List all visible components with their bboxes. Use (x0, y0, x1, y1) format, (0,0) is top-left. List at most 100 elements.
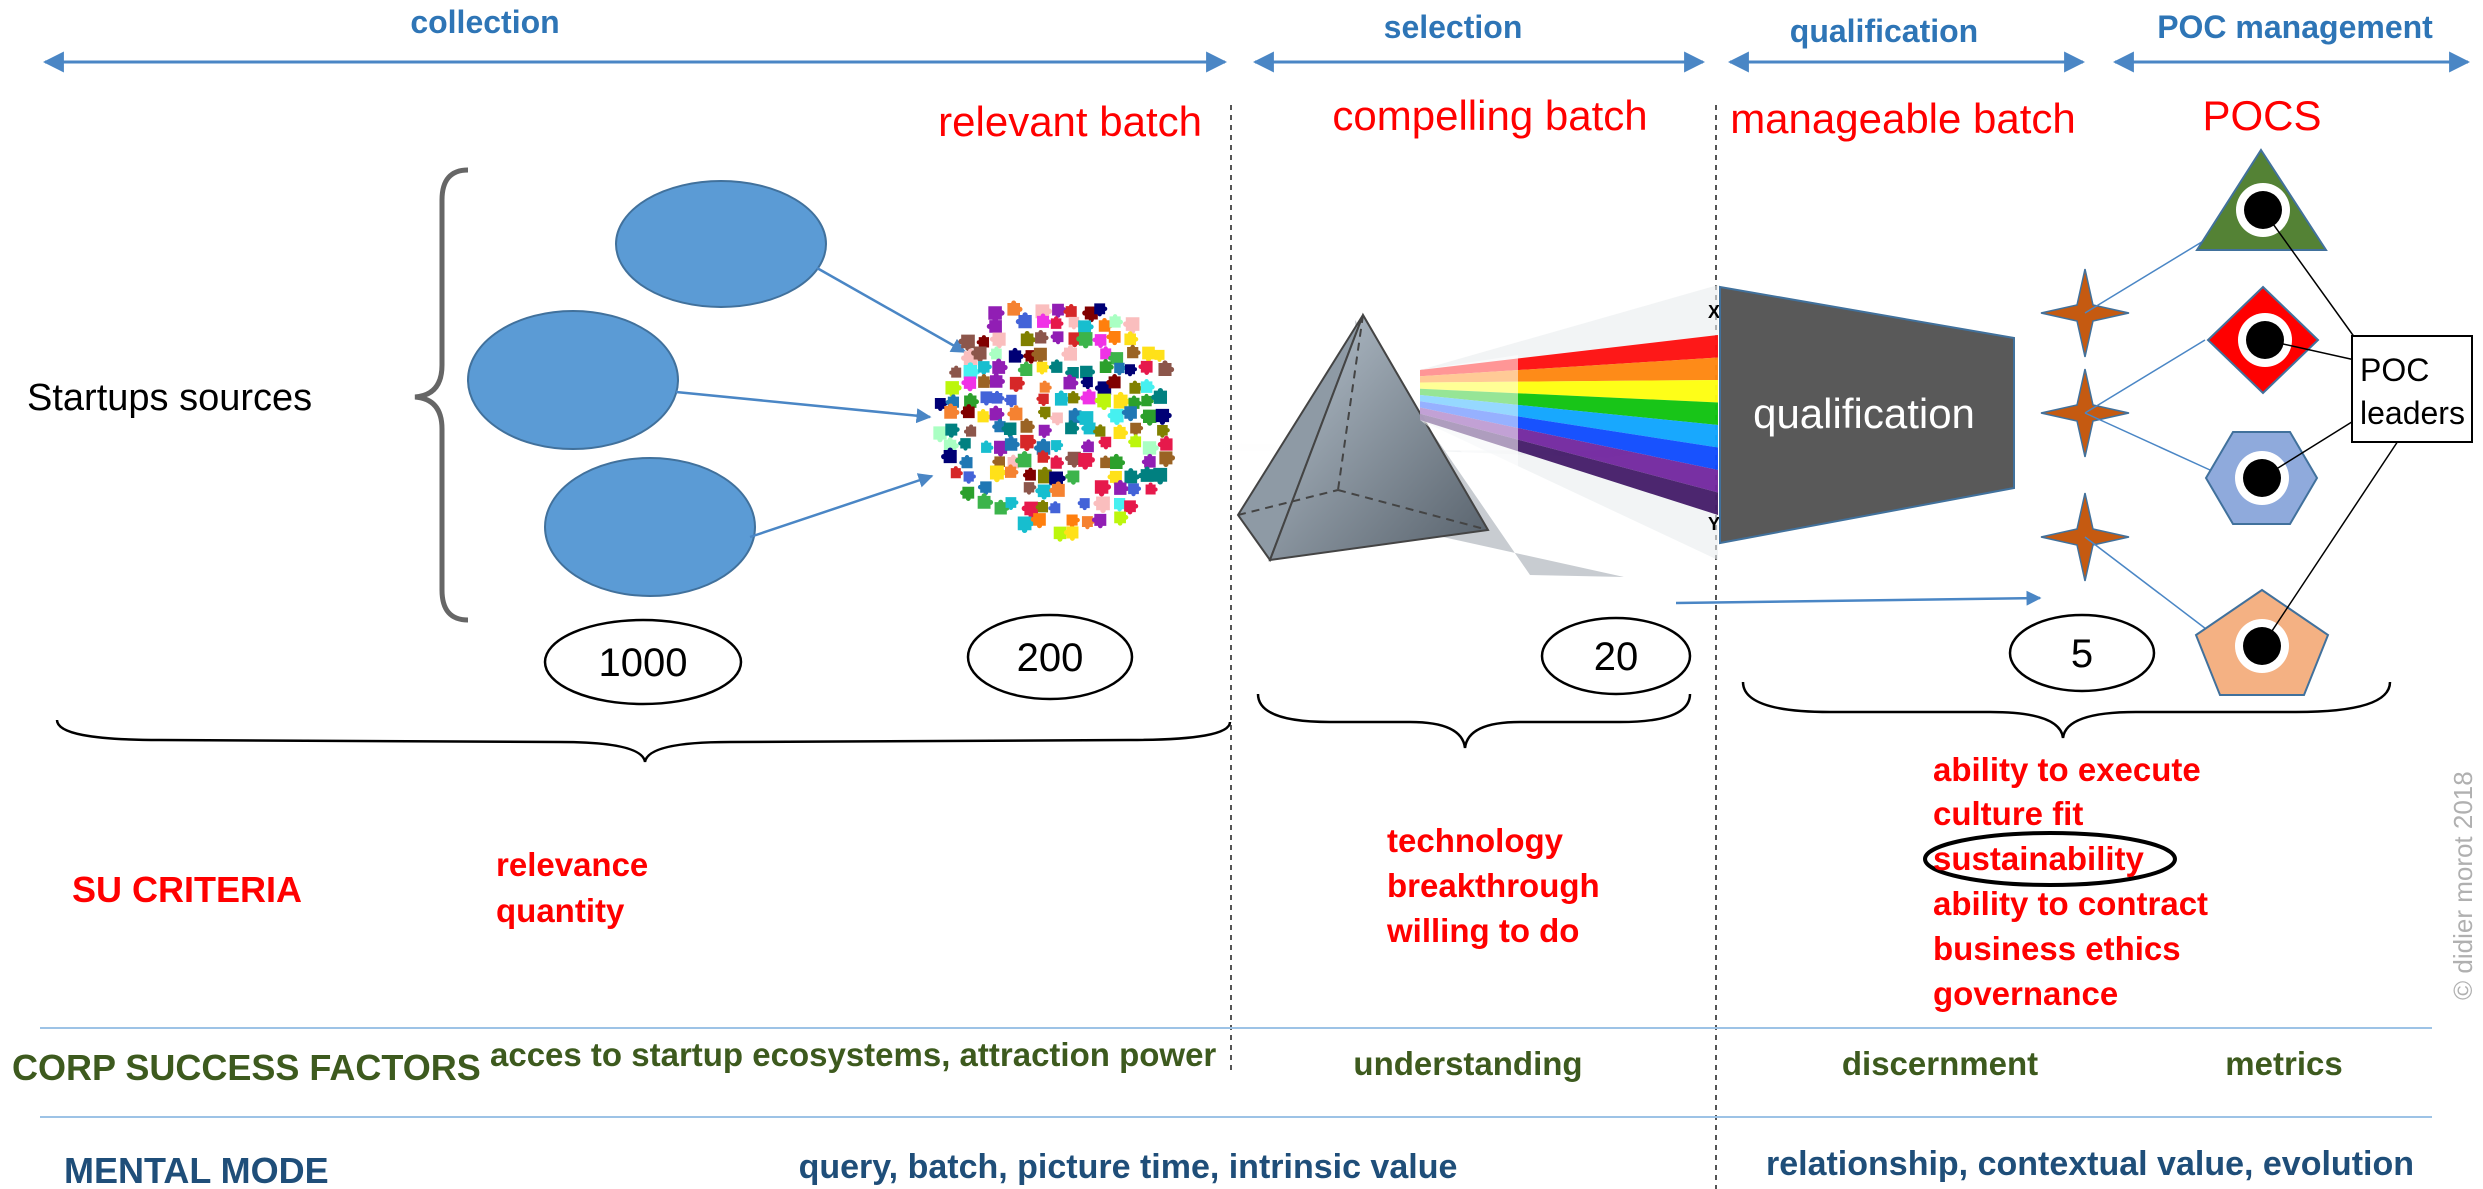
puzzle-piece (1005, 497, 1019, 511)
puzzle-piece (1127, 344, 1141, 359)
puzzle-piece (1068, 391, 1081, 404)
puzzle-piece (1124, 331, 1139, 346)
puzzle-piece (1034, 438, 1051, 455)
puzzle-piece (1094, 381, 1112, 398)
puzzle-piece (1128, 434, 1142, 448)
puzzle-piece (945, 381, 962, 398)
su-criteria-qualification-6: governance (1933, 975, 2118, 1012)
puzzle-piece (1048, 359, 1063, 373)
puzzle-piece (1004, 435, 1020, 451)
puzzle-piece (1063, 526, 1079, 541)
puzzle-piece (950, 466, 963, 479)
puzzle-piece (1150, 467, 1168, 485)
puzzle-piece (945, 423, 960, 438)
su-criteria-selection-2: breakthrough (1387, 867, 1600, 904)
puzzle-piece (1007, 405, 1023, 421)
puzzle-piece (976, 335, 990, 348)
puzzle-piece (961, 376, 977, 392)
puzzle-piece (1114, 362, 1127, 376)
puzzle-piece (944, 403, 960, 419)
puzzle-piece (1092, 334, 1107, 349)
puzzle-piece (1049, 412, 1063, 426)
puzzle-piece (960, 486, 975, 501)
puzzle-piece (1052, 303, 1067, 318)
su-criteria-qualification-3: sustainability (1933, 840, 2145, 877)
star-to-poc-links (2084, 239, 2211, 633)
puzzle-piece (1061, 345, 1078, 361)
puzzle-piece (1124, 500, 1139, 515)
phase-header-selection: selection (1252, 9, 1706, 73)
corp-success-factors-qualification: discernment (1842, 1045, 2038, 1082)
batch-title-relevant: relevant batch (938, 98, 1202, 145)
phase-label-qualification: qualification (1790, 13, 1978, 49)
count-manageable: 5 (2008, 613, 2156, 693)
su-criteria-qualification-4: ability to contract (1933, 885, 2208, 922)
puzzle-piece (1004, 464, 1019, 478)
qualification-box (1719, 285, 2015, 545)
puzzle-piece (1022, 467, 1036, 481)
puzzle-piece (1063, 374, 1079, 390)
puzzle-piece (1009, 376, 1025, 392)
puzzle-piece (1128, 483, 1142, 497)
prism-label-x: X (1708, 302, 1720, 322)
puzzle-piece (1093, 424, 1106, 437)
puzzle-piece (1094, 393, 1111, 411)
puzzle-piece (978, 361, 992, 375)
puzzle-piece (1063, 303, 1077, 318)
puzzle-piece (980, 391, 995, 406)
count-compelling: 20 (1540, 616, 1692, 696)
corp-success-factors-label: CORP SUCCESS FACTORS (12, 1047, 481, 1088)
puzzle-piece (1020, 434, 1037, 451)
puzzle-piece (1123, 317, 1140, 334)
sources-brace (414, 167, 469, 623)
count-relevant: 200 (966, 613, 1134, 701)
qualification-box-label: qualification (1753, 390, 1975, 437)
puzzle-piece (1050, 316, 1064, 329)
puzzle-piece (1098, 436, 1112, 450)
watermark: © didier morot 2018 (2448, 771, 2478, 1000)
puzzle-piece (1020, 330, 1036, 347)
mental-mode-left: query, batch, picture time, intrinsic va… (799, 1148, 1458, 1186)
hexagon-poc-icon (2204, 431, 2319, 525)
phase-label-selection: selection (1384, 9, 1523, 45)
poc-leaders-box: POC leaders (2351, 335, 2473, 443)
puzzle-piece (1080, 365, 1096, 381)
puzzle-piece (1113, 497, 1128, 512)
puzzle-piece (1110, 453, 1126, 469)
su-criteria-qualification-2: culture fit (1933, 795, 2083, 832)
puzzle-piece (1157, 425, 1170, 438)
puzzle-piece (1106, 373, 1121, 389)
phase-header-poc-management: POC management (2112, 9, 2471, 73)
poc-leaders-line-2: leaders (2360, 395, 2465, 431)
puzzle-piece (959, 454, 973, 469)
puzzle-piece (1094, 480, 1111, 497)
arrow-source-2 (675, 390, 932, 424)
puzzle-piece (991, 390, 1005, 404)
puzzle-piece (977, 481, 992, 496)
puzzle-piece (1152, 349, 1165, 362)
su-criteria-collection-2: quantity (496, 892, 625, 929)
puzzle-piece (1107, 408, 1124, 426)
su-criteria-label: SU CRITERIA (72, 869, 302, 910)
puzzle-piece (1076, 332, 1093, 349)
puzzle-piece (1138, 466, 1154, 482)
puzzle-piece (1158, 360, 1175, 377)
puzzle-piece (1078, 320, 1094, 336)
puzzle-piece (981, 440, 994, 453)
phase-label-poc-management: POC management (2157, 9, 2433, 45)
puzzle-piece (977, 493, 994, 509)
corp-success-factors-poc-management: metrics (2225, 1045, 2342, 1082)
su-criteria-collection-1: relevance (496, 846, 648, 883)
puzzle-piece (989, 332, 1006, 349)
puzzle-piece (1023, 482, 1037, 495)
puzzle-piece (1080, 377, 1093, 390)
puzzle-piece (1130, 422, 1144, 436)
puzzle-piece (1145, 482, 1158, 495)
puzzle-piece (1100, 455, 1113, 469)
puzzle-piece (1036, 361, 1050, 375)
puzzle-piece (1128, 395, 1142, 409)
puzzle-piece (1039, 380, 1052, 393)
puzzle-piece (958, 438, 971, 451)
puzzle-piece (1051, 440, 1064, 453)
